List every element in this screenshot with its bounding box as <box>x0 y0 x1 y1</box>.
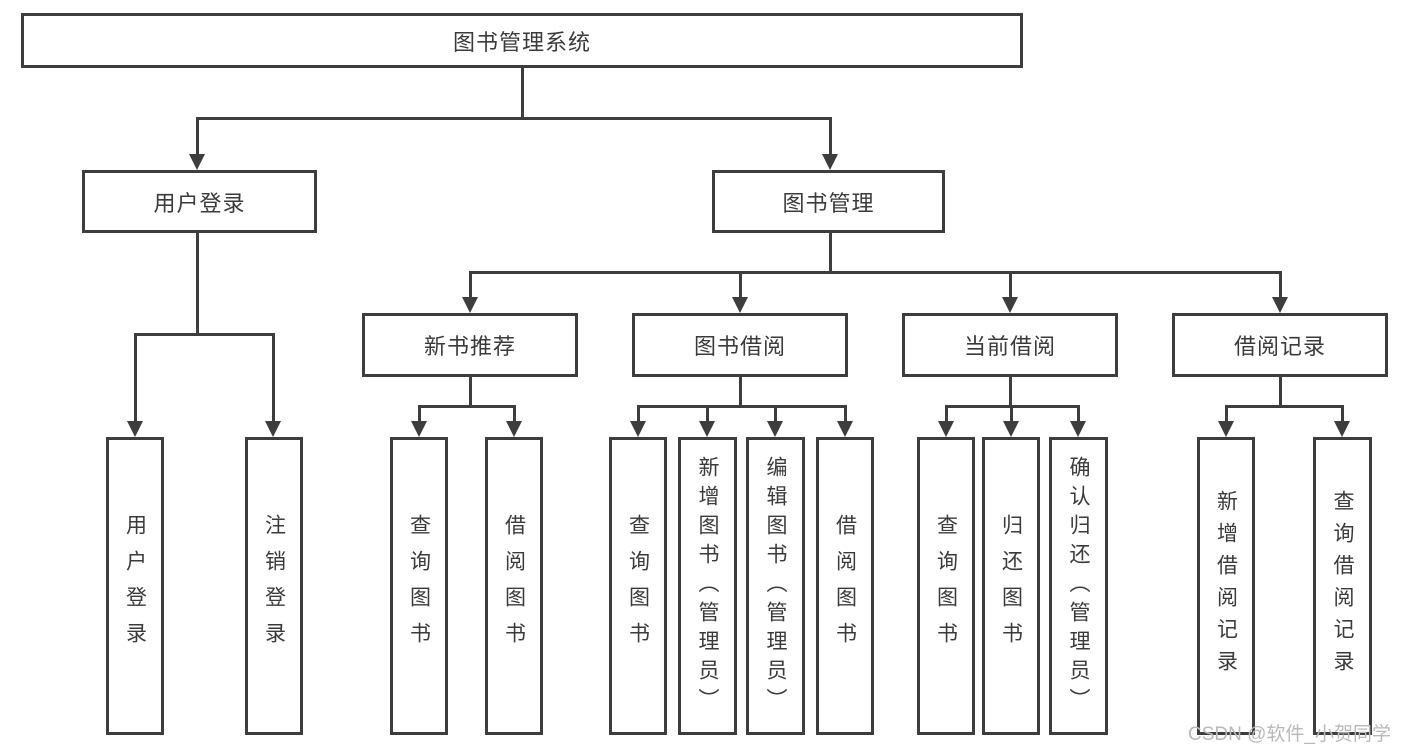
connector-to-leaf <box>637 405 640 422</box>
node-root: 图书管理系统 <box>21 13 1023 68</box>
arrow-down-icon <box>732 297 748 313</box>
connector-root-branch <box>196 117 832 120</box>
leaf-return-books: 归还图书 <box>982 437 1040 735</box>
leaf-recommend-borrow-books-label: 借阅图书 <box>502 514 526 658</box>
connector-to-current-borrow <box>1009 271 1012 298</box>
node-root-label: 图书管理系统 <box>452 29 591 55</box>
arrow-down-icon <box>1002 297 1018 313</box>
connector-to-user-login <box>196 117 199 155</box>
arrow-down-icon <box>1334 421 1350 437</box>
leaf-recommend-query-books: 查询图书 <box>390 437 448 735</box>
connector-book-borrow-branch <box>637 405 846 408</box>
leaf-current-query-books-label: 查询图书 <box>934 514 958 658</box>
connector-to-leaf <box>1077 405 1080 422</box>
connector-book-management-stem <box>829 233 832 274</box>
leaf-user-login: 用户登录 <box>106 437 164 735</box>
node-book-management-label: 图书管理 <box>782 190 875 216</box>
leaf-return-books-label: 归还图书 <box>999 514 1023 658</box>
connector-to-book-management <box>829 117 832 155</box>
leaf-user-login-label: 用户登录 <box>123 514 147 658</box>
arrow-down-icon <box>265 421 281 437</box>
connector-to-leaf <box>418 405 421 422</box>
leaf-add-borrow-record-label: 新增借阅记录 <box>1214 490 1238 682</box>
node-book-borrow: 图书借阅 <box>632 313 848 377</box>
node-user-login: 用户登录 <box>82 170 317 233</box>
leaf-borrow-books-label: 借阅图书 <box>833 514 857 658</box>
connector-to-leaf-login <box>134 333 137 422</box>
connector-to-book-borrow <box>739 271 742 298</box>
connector-to-new-book-recommend <box>469 271 472 298</box>
connector-new-book-recommend-stem <box>469 377 472 408</box>
connector-to-leaf <box>1341 405 1344 422</box>
leaf-logout-label: 注销登录 <box>262 514 286 658</box>
connector-to-leaf-logout <box>272 333 275 422</box>
csdn-watermark: CSDN @软件_小贺同学 <box>1188 724 1391 745</box>
node-borrow-records-label: 借阅记录 <box>1233 334 1326 359</box>
leaf-confirm-return-admin-label: 确认归还（管理员） <box>1067 455 1091 717</box>
arrow-down-icon <box>189 154 205 170</box>
connector-borrow-records-branch <box>1225 405 1344 408</box>
arrow-down-icon <box>1218 421 1234 437</box>
leaf-recommend-query-books-label: 查询图书 <box>407 514 431 658</box>
connector-new-book-recommend-branch <box>418 405 515 408</box>
node-book-management: 图书管理 <box>712 170 945 233</box>
connector-book-management-branch <box>469 271 1282 274</box>
leaf-query-borrow-record: 查询借阅记录 <box>1313 437 1372 735</box>
leaf-current-query-books: 查询图书 <box>917 437 975 735</box>
connector-to-leaf <box>513 405 516 422</box>
arrow-down-icon <box>822 154 838 170</box>
arrow-down-icon <box>630 421 646 437</box>
connector-to-leaf <box>1010 405 1013 422</box>
arrow-down-icon <box>699 421 715 437</box>
connector-to-leaf <box>706 405 709 422</box>
leaf-add-books-admin: 新增图书（管理员） <box>678 437 737 735</box>
node-borrow-records: 借阅记录 <box>1172 313 1388 377</box>
arrow-down-icon <box>127 421 143 437</box>
arrow-down-icon <box>462 297 478 313</box>
node-current-borrow: 当前借阅 <box>902 313 1118 377</box>
leaf-logout: 注销登录 <box>245 437 303 735</box>
node-new-book-recommend-label: 新书推荐 <box>423 334 516 359</box>
connector-to-leaf <box>844 405 847 422</box>
arrow-down-icon <box>837 421 853 437</box>
leaf-borrow-query-books: 查询图书 <box>609 437 667 735</box>
connector-to-leaf <box>1225 405 1228 422</box>
arrow-down-icon <box>1003 421 1019 437</box>
connector-root-stem <box>521 66 524 119</box>
node-new-book-recommend: 新书推荐 <box>362 313 578 377</box>
connector-borrow-records-stem <box>1279 377 1282 408</box>
leaf-recommend-borrow-books: 借阅图书 <box>485 437 543 735</box>
arrow-down-icon <box>506 421 522 437</box>
leaf-confirm-return-admin: 确认归还（管理员） <box>1049 437 1108 735</box>
node-current-borrow-label: 当前借阅 <box>963 334 1056 359</box>
arrow-down-icon <box>1272 297 1288 313</box>
arrow-down-icon <box>1070 421 1086 437</box>
arrow-down-icon <box>767 421 783 437</box>
leaf-edit-books-admin: 编辑图书（管理员） <box>746 437 805 735</box>
leaf-add-borrow-record: 新增借阅记录 <box>1197 437 1255 735</box>
node-user-login-label: 用户登录 <box>153 190 246 216</box>
leaf-edit-books-admin-label: 编辑图书（管理员） <box>764 455 788 717</box>
leaf-borrow-query-books-label: 查询图书 <box>626 514 650 658</box>
connector-to-borrow-records <box>1279 271 1282 298</box>
arrow-down-icon <box>411 421 427 437</box>
connector-user-login-branch <box>134 333 275 336</box>
leaf-add-books-admin-label: 新增图书（管理员） <box>696 455 720 717</box>
leaf-query-borrow-record-label: 查询借阅记录 <box>1331 490 1355 682</box>
connector-to-leaf <box>945 405 948 422</box>
connector-current-borrow-stem <box>1009 377 1012 408</box>
connector-to-leaf <box>774 405 777 422</box>
arrow-down-icon <box>938 421 954 437</box>
connector-user-login-stem <box>196 233 199 336</box>
node-book-borrow-label: 图书借阅 <box>693 334 786 359</box>
connector-book-borrow-stem <box>739 377 742 408</box>
leaf-borrow-books: 借阅图书 <box>816 437 874 735</box>
